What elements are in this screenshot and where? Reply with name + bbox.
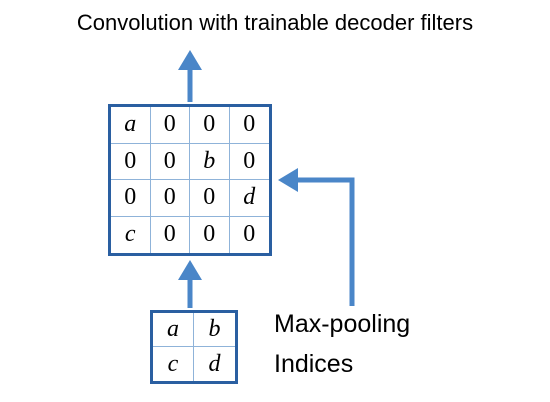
upsampled-matrix: a 0 0 0 0 0 b 0 0 0 0 d c 0 0 0 (108, 104, 272, 256)
arrow-indices-to-upsampled (294, 177, 355, 306)
indices-label-line1: Max-pooling (274, 310, 411, 338)
matrix-cell: 0 (190, 107, 230, 144)
matrix-cell: 0 (229, 107, 269, 144)
matrix-cell: b (190, 143, 230, 180)
matrix-cell: 0 (150, 107, 190, 144)
matrix-cell: d (229, 180, 269, 217)
indices-label-line2: Indices (274, 350, 354, 378)
matrix-cell: 0 (190, 180, 230, 217)
matrix-cell: d (208, 350, 221, 377)
arrowhead-up-top (178, 50, 202, 70)
matrix-cell: b (194, 313, 235, 347)
matrix-cell: 0 (229, 144, 269, 180)
arrowhead-up-mid (178, 260, 202, 280)
diagram-title: Convolution with trainable decoder filte… (76, 10, 474, 35)
matrix-cell: 0 (111, 180, 151, 217)
pooled-matrix: a b c d (150, 310, 238, 384)
matrix-cell: 0 (111, 143, 151, 180)
matrix-cell: c (111, 216, 151, 253)
matrix-cell: 0 (243, 221, 256, 248)
matrix-cell: 0 (190, 216, 230, 253)
matrix-cell: c (153, 347, 194, 381)
matrix-cell: 0 (151, 216, 190, 253)
matrix-cell: a (153, 313, 194, 347)
matrix-cell: a (111, 107, 151, 144)
matrix-cell: 0 (150, 143, 190, 180)
matrix-cell: 0 (150, 180, 190, 217)
arrowhead-left (278, 168, 298, 192)
